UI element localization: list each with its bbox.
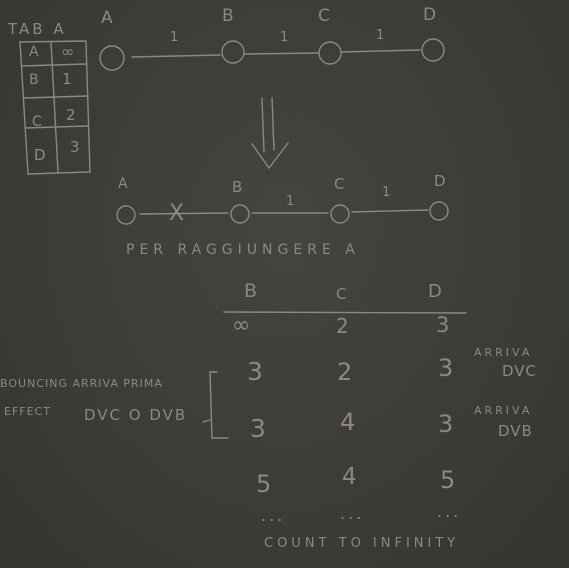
note-arriva-c-line1: ARRIVA	[474, 346, 533, 359]
top-link-ab	[131, 54, 221, 58]
table-row-c-dest: C	[32, 114, 45, 130]
top-node-b-label: B	[222, 6, 237, 26]
row1-c: 2	[336, 314, 352, 338]
note-bouncing-line2: EFFECT	[4, 405, 51, 418]
table-row-b-dest: B	[29, 72, 42, 88]
row1-b: ∞	[232, 313, 254, 338]
bottom-node-b-label: B	[232, 178, 246, 196]
top-node-d-label: D	[423, 5, 440, 25]
top-node-b	[221, 40, 245, 64]
table-row-d-dest: D	[34, 146, 49, 164]
bottom-node-a	[116, 205, 136, 225]
row5-d: ...	[437, 502, 462, 521]
table-header-rule	[223, 311, 467, 314]
bottom-node-c-label: C	[334, 175, 348, 193]
table-row-d-cost: 3	[70, 138, 83, 156]
bottom-node-b	[230, 204, 250, 224]
row2-d: 3	[438, 354, 457, 382]
top-node-c-label: C	[318, 6, 333, 26]
bottom-link-bc-weight: 1	[286, 194, 298, 209]
row3-c: 4	[340, 408, 359, 436]
top-node-a	[99, 45, 125, 71]
row3-d: 3	[438, 410, 457, 438]
subscript-bracket	[202, 419, 211, 423]
note-bouncing-line1: BOUNCING ARRIVA PRIMA	[0, 377, 163, 390]
row4-c: 4	[342, 464, 360, 490]
tab-title: TAB A	[8, 20, 67, 38]
column-b-header: B	[244, 280, 261, 302]
table-row-a-cost: ∞	[61, 42, 78, 61]
top-node-c	[318, 41, 342, 65]
row2-b: 3	[247, 357, 266, 386]
bottom-link-cd	[351, 209, 429, 213]
top-node-a-label: A	[101, 8, 116, 28]
column-d-header: D	[428, 281, 445, 302]
row2-c: 2	[337, 358, 356, 386]
broken-link-mark: X	[169, 201, 188, 226]
left-bracket	[209, 371, 229, 439]
note-arriva-b-line1: ARRIVA	[474, 404, 533, 417]
bottom-link-cd-weight: 1	[382, 185, 394, 200]
top-link-ab-weight: 1	[170, 30, 182, 45]
down-arrow	[251, 97, 289, 170]
note-arriva-c-line2: DVC	[502, 362, 538, 380]
row1-d: 3	[436, 313, 453, 337]
top-link-cd-weight: 1	[376, 28, 388, 43]
bottom-link-ab-broken	[139, 212, 229, 215]
footer-note: COUNT TO INFINITY	[264, 536, 460, 551]
routing-table-frame	[19, 40, 91, 175]
bottom-node-d-label: D	[434, 172, 449, 190]
top-link-bc	[244, 52, 319, 55]
column-c-header: C	[336, 285, 350, 303]
table-row-a-dest: A	[29, 44, 42, 60]
row5-b: ...	[261, 506, 286, 525]
bottom-node-c	[330, 204, 350, 224]
heading: PER RAGGIUNGERE A	[126, 242, 360, 258]
row4-b: 5	[256, 470, 275, 498]
note-bouncing-line3: DVC O DVB	[84, 406, 188, 424]
table-row-b-cost: 1	[62, 70, 75, 88]
top-node-d	[421, 38, 445, 62]
note-arriva-b-line2: DVB	[498, 422, 533, 440]
bottom-node-d	[429, 201, 449, 221]
row3-b: 3	[250, 414, 269, 443]
top-link-bc-weight: 1	[280, 30, 292, 45]
top-link-cd	[341, 49, 421, 53]
table-row-c-cost: 2	[66, 106, 79, 124]
bottom-node-a-label: A	[118, 176, 131, 192]
row5-c: ...	[340, 504, 365, 523]
row4-d: 5	[440, 466, 459, 494]
